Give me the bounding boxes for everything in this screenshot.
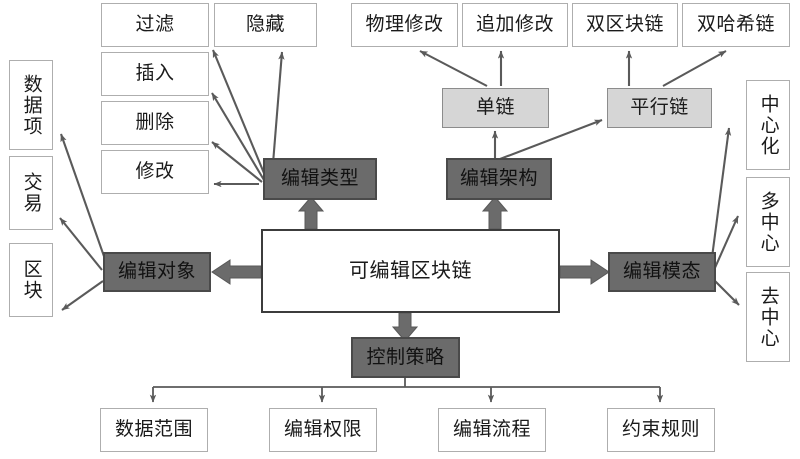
edges-center-thick [211, 196, 610, 342]
thick-arrow-left-edit-object [211, 259, 262, 285]
node-centralized-label: 中心化 [757, 93, 779, 157]
node-physical-modification-label: 物理修改 [365, 14, 444, 36]
node-append-modification-label: 追加修改 [475, 14, 554, 36]
node-edit-object-label: 编辑对象 [117, 261, 196, 283]
node-edit-type-label: 编辑类型 [280, 168, 359, 190]
node-single-chain[interactable]: 单链 [442, 88, 549, 128]
node-edit-modality-label: 编辑模态 [622, 261, 701, 283]
node-filter-label: 过滤 [135, 14, 175, 36]
thick-arrow-up-edit-type [297, 196, 325, 230]
thick-arrow-up-edit-architecture [481, 196, 509, 230]
node-centralized[interactable]: 中心化 [746, 80, 790, 170]
edges-parallel-chain [625, 50, 727, 87]
node-constraint-rules[interactable]: 约束规则 [607, 408, 715, 452]
thick-arrow-right-edit-modality [559, 259, 610, 285]
node-hide-label: 隐藏 [245, 14, 285, 36]
node-single-chain-label: 单链 [475, 97, 515, 119]
node-transaction[interactable]: 交易 [9, 156, 53, 230]
node-decentralized-label: 去中心 [757, 285, 779, 349]
edges-single-chain [419, 50, 505, 87]
node-parallel-chain[interactable]: 平行链 [607, 88, 712, 128]
edges-edit-type [211, 49, 285, 188]
node-modify-label: 修改 [135, 161, 175, 183]
node-multi-center-label: 多中心 [757, 190, 779, 254]
node-modify[interactable]: 修改 [101, 150, 209, 194]
node-hide[interactable]: 隐藏 [214, 3, 317, 47]
node-insert-label: 插入 [135, 63, 175, 85]
node-filter[interactable]: 过滤 [101, 3, 209, 47]
node-edit-type[interactable]: 编辑类型 [263, 158, 377, 200]
node-dual-hash-chain[interactable]: 双哈希链 [682, 3, 790, 47]
node-edit-permission-label: 编辑权限 [283, 419, 362, 441]
node-transaction-label: 交易 [20, 172, 42, 214]
node-data-item[interactable]: 数据项 [9, 60, 53, 150]
node-control-policy-label: 控制策略 [366, 346, 445, 368]
node-append-modification[interactable]: 追加修改 [462, 3, 568, 47]
node-edit-workflow[interactable]: 编辑流程 [438, 408, 546, 452]
node-block[interactable]: 区块 [9, 243, 53, 317]
node-physical-modification[interactable]: 物理修改 [351, 3, 458, 47]
node-dual-hash-chain-label: 双哈希链 [696, 14, 775, 36]
edges-edit-architecture [491, 119, 603, 160]
node-dual-blockchain[interactable]: 双区块链 [572, 3, 678, 47]
node-edit-architecture[interactable]: 编辑架构 [446, 158, 552, 200]
node-multi-center[interactable]: 多中心 [746, 177, 790, 267]
node-parallel-chain-label: 平行链 [630, 97, 689, 119]
node-edit-permission[interactable]: 编辑权限 [269, 408, 377, 452]
thick-arrow-down-control-policy [391, 312, 419, 342]
node-insert[interactable]: 插入 [101, 52, 209, 96]
node-edit-modality[interactable]: 编辑模态 [608, 252, 716, 292]
edges-edit-object [59, 133, 107, 311]
node-editable-blockchain[interactable]: 可编辑区块链 [261, 229, 560, 313]
node-editable-blockchain-label: 可编辑区块链 [349, 259, 472, 282]
node-decentralized[interactable]: 去中心 [746, 272, 790, 362]
node-edit-workflow-label: 编辑流程 [452, 419, 531, 441]
node-delete[interactable]: 删除 [101, 101, 209, 145]
edges-control-policy [149, 378, 664, 403]
node-edit-architecture-label: 编辑架构 [459, 168, 538, 190]
node-data-scope-label: 数据范围 [114, 419, 193, 441]
node-constraint-rules-label: 约束规则 [621, 419, 700, 441]
node-data-item-label: 数据项 [20, 73, 42, 137]
node-data-scope[interactable]: 数据范围 [100, 408, 208, 452]
edges-edit-modality [709, 127, 740, 306]
node-dual-blockchain-label: 双区块链 [585, 14, 664, 36]
node-block-label: 区块 [20, 259, 42, 301]
node-control-policy[interactable]: 控制策略 [351, 337, 460, 378]
node-edit-object[interactable]: 编辑对象 [103, 252, 211, 292]
node-delete-label: 删除 [135, 112, 175, 134]
